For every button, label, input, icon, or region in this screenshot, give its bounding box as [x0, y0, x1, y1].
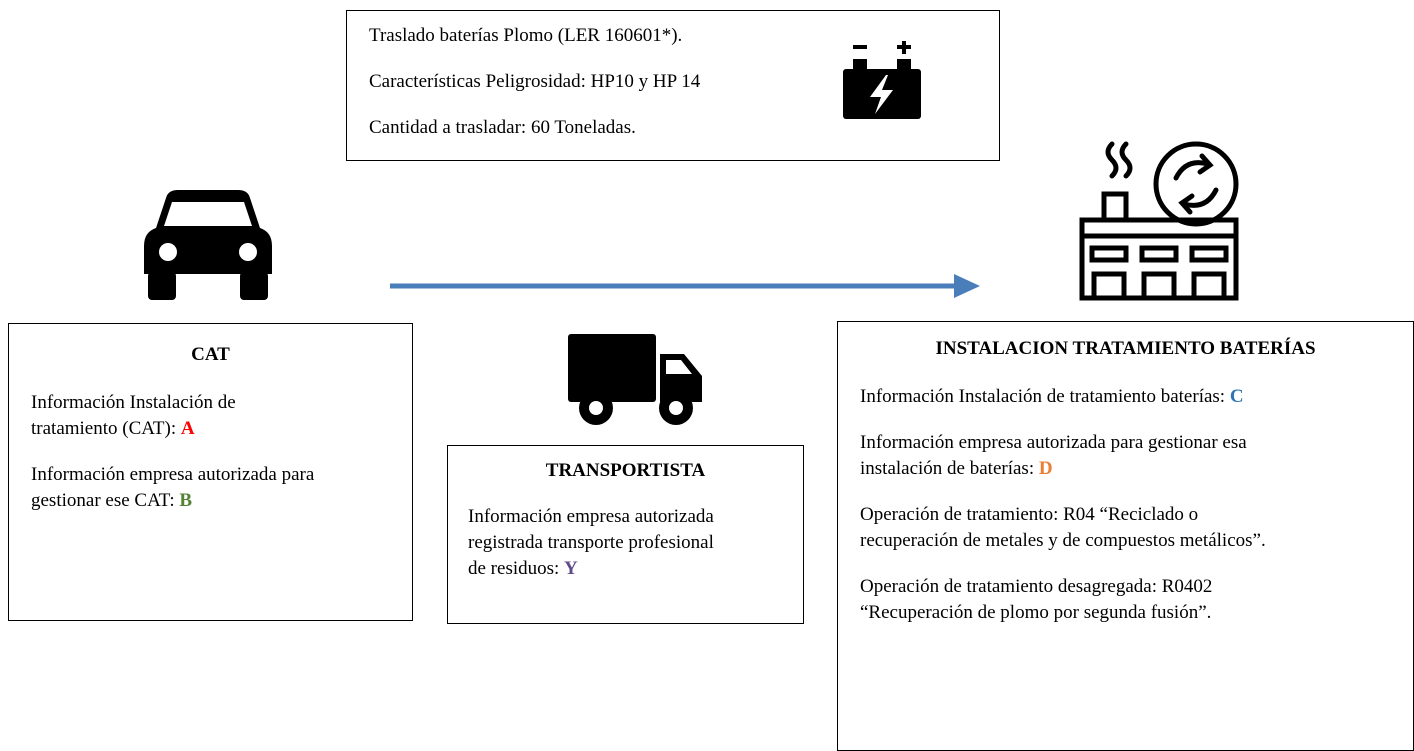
- flow-arrow: [390, 274, 980, 298]
- truck-icon: [568, 334, 702, 425]
- shipment-waste-line: Traslado baterías Plomo (LER 160601*).: [369, 25, 683, 46]
- plant-facility-info: Información Instalación de tratamiento b…: [860, 384, 1391, 410]
- carrier-line1: Información empresa autorizada: [468, 506, 714, 527]
- plant-company-info: Información empresa autorizada para gest…: [860, 430, 1391, 482]
- plant-operation: Operación de tratamiento: R04 “Reciclado…: [860, 502, 1391, 554]
- code-d: D: [1038, 458, 1053, 479]
- treatment-plant-box: INSTALACION TRATAMIENTO BATERÍAS Informa…: [837, 321, 1414, 751]
- plant-operation-detail: Operación de tratamiento desagregada: R0…: [860, 574, 1391, 626]
- carrier-line2: registrada transporte profesional: [468, 532, 714, 553]
- cat-box: CAT Información Instalación de tratamien…: [8, 323, 413, 621]
- plant-info1-line: Información Instalación de tratamiento b…: [860, 384, 1391, 410]
- carrier-title: TRANSPORTISTA: [545, 460, 706, 481]
- code-y: Y: [564, 558, 578, 579]
- cat-info2-text: gestionar ese CAT:: [31, 490, 180, 511]
- plant-info1-text: Información Instalación de tratamiento b…: [860, 386, 1230, 407]
- shipment-quantity-line: Cantidad a trasladar: 60 Toneladas.: [369, 117, 636, 138]
- carrier-box: TRANSPORTISTA Información empresa autori…: [447, 445, 804, 624]
- plant-op2-line2: “Recuperación de plomo por segunda fusió…: [860, 602, 1212, 623]
- shipment-info-box: Traslado baterías Plomo (LER 160601*). C…: [346, 10, 1000, 161]
- plant-op-line2: recuperación de metales y de compuestos …: [860, 530, 1266, 551]
- plant-op2-line1: Operación de tratamiento desagregada: R0…: [860, 576, 1213, 597]
- cat-company-info: Información empresa autorizada para gest…: [31, 462, 390, 514]
- plant-info2-line1: Información empresa autorizada para gest…: [860, 432, 1247, 453]
- plant-title: INSTALACION TRATAMIENTO BATERÍAS: [935, 338, 1316, 359]
- cat-info1-text: tratamiento (CAT):: [31, 418, 181, 439]
- code-a: A: [180, 418, 195, 439]
- cat-info2-line2: gestionar ese CAT: B: [31, 488, 390, 514]
- cat-info1-line2: tratamiento (CAT): A: [31, 416, 390, 442]
- plant-info2-line2: instalación de baterías: D: [860, 456, 1391, 482]
- plant-info2-text: instalación de baterías:: [860, 458, 1039, 479]
- cat-info1-line1: Información Instalación de: [31, 392, 236, 413]
- code-c: C: [1229, 386, 1244, 407]
- shipment-hazard-line: Características Peligrosidad: HP10 y HP …: [369, 71, 701, 92]
- recycling-factory-icon: [1079, 141, 1239, 301]
- cat-info2-line1: Información empresa autorizada para: [31, 464, 315, 485]
- code-b: B: [179, 490, 193, 511]
- cat-title: CAT: [191, 344, 230, 365]
- cat-facility-info: Información Instalación de tratamiento (…: [31, 390, 390, 442]
- carrier-line3-text: de residuos:: [468, 558, 565, 579]
- battery-icon: [843, 41, 921, 119]
- plant-op-line1: Operación de tratamiento: R04 “Reciclado…: [860, 504, 1199, 525]
- car-icon: [144, 190, 272, 300]
- carrier-line3: de residuos: Y: [468, 556, 783, 582]
